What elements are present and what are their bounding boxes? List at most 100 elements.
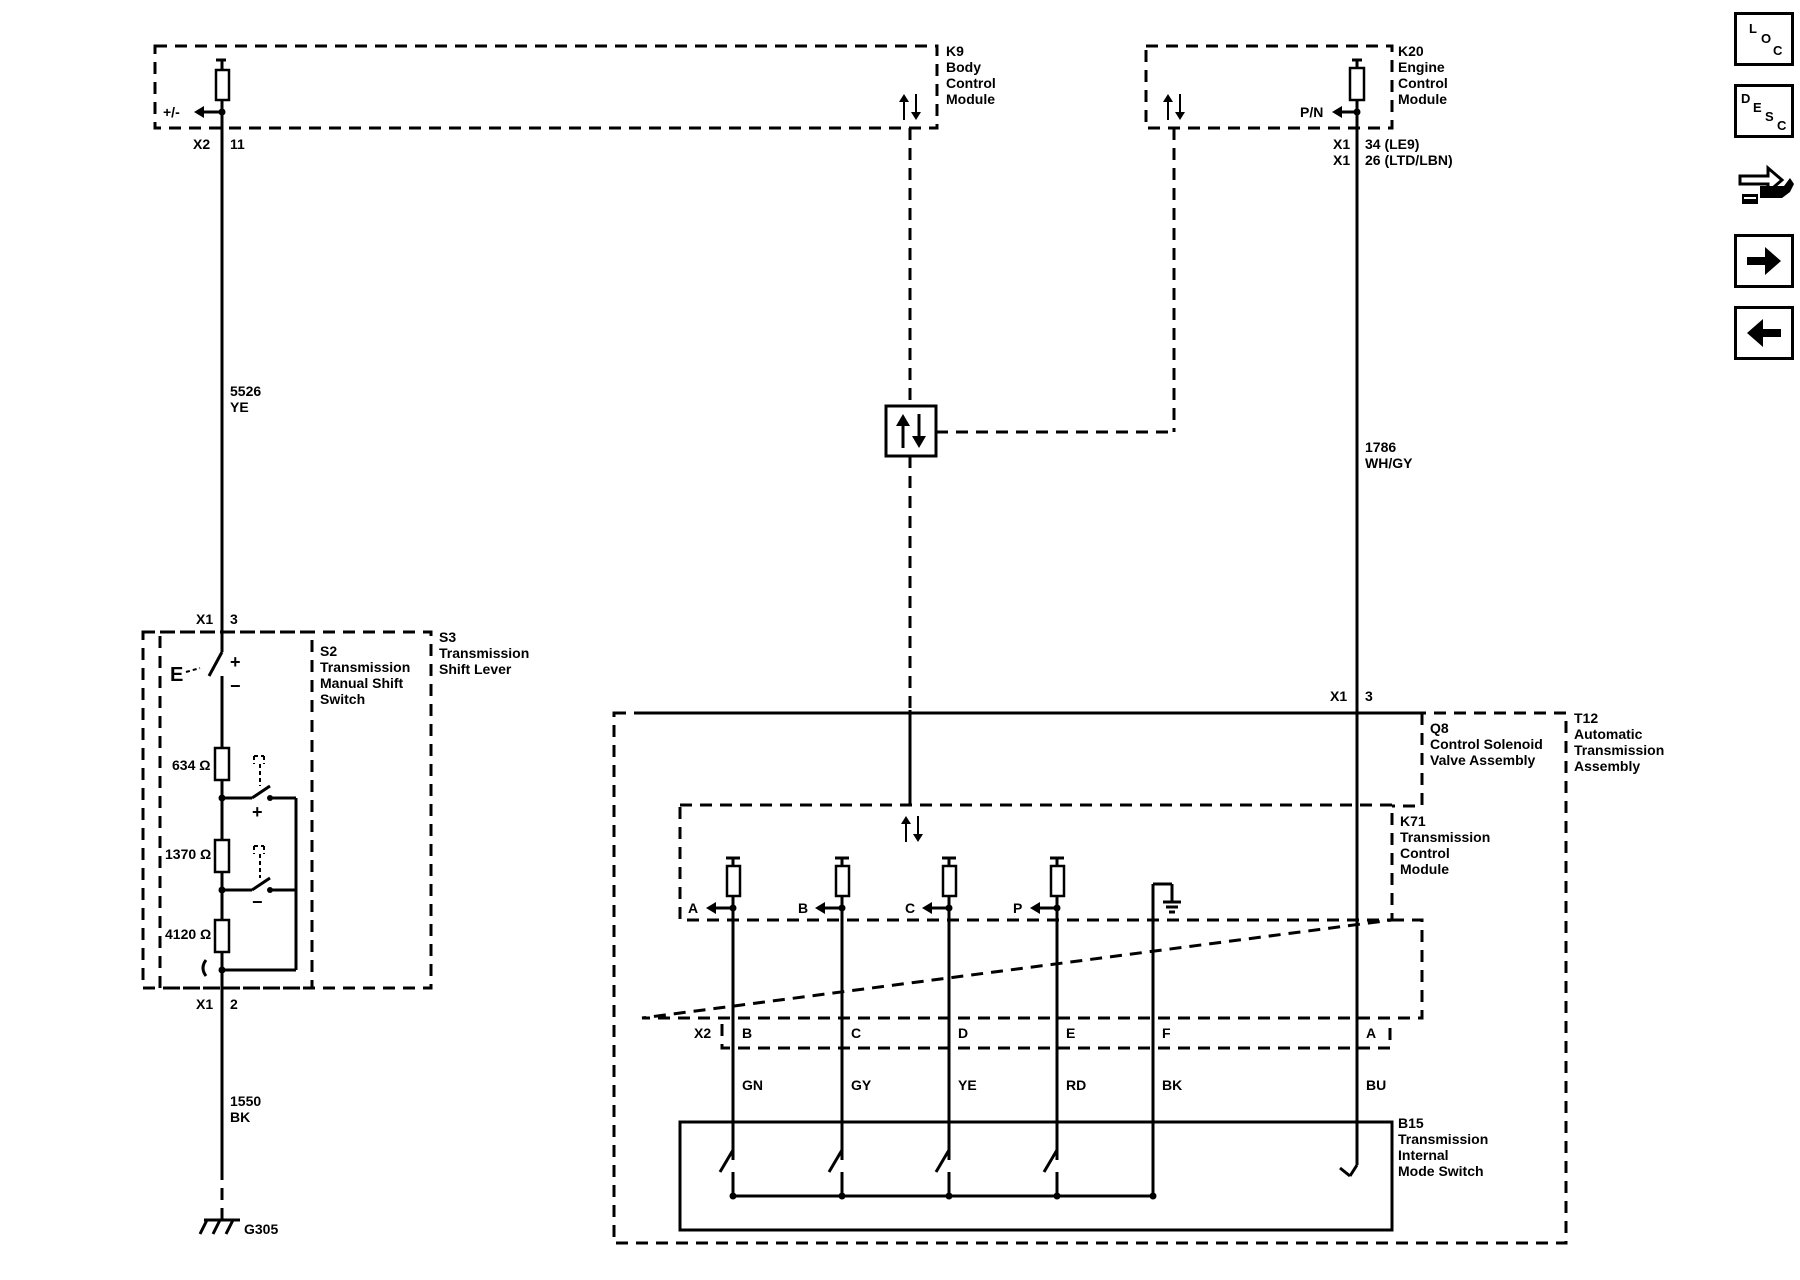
back-button[interactable] — [1734, 306, 1794, 360]
k71-name-2: Control — [1400, 845, 1450, 861]
k71-input-c — [922, 856, 958, 914]
t12-id: T12 — [1574, 710, 1598, 726]
k71-id: K71 — [1400, 813, 1426, 829]
k9-serial-data-icon — [899, 94, 921, 120]
connector-end-view-button[interactable] — [1734, 158, 1796, 218]
s3-name-1: Transmission — [439, 645, 529, 661]
k71-input-a-label: A — [688, 900, 698, 916]
shift-minus-label: − — [230, 676, 241, 696]
k20-signal-arrow — [1332, 106, 1342, 118]
t12-name-2: Transmission — [1574, 742, 1664, 758]
s2-name-2: Manual Shift — [320, 675, 404, 691]
t12-name-3: Assembly — [1574, 758, 1640, 774]
loc-letter-l: L — [1749, 21, 1757, 36]
s3-bottom-connector-symbol — [201, 959, 208, 977]
s3-top-pin: 3 — [230, 611, 238, 627]
plus-switch-label: + — [252, 802, 263, 822]
k9-signal-label: +/- — [163, 104, 180, 120]
resistor-4120 — [213, 918, 231, 954]
x2-connector-label: X2 — [694, 1025, 711, 1041]
resistor-1370-label: 1370 Ω — [165, 846, 211, 862]
k20-pin-label-2: 26 (LTD/LBN) — [1365, 152, 1453, 168]
serial-data-splice-box — [884, 404, 938, 458]
s2-name-3: Switch — [320, 691, 365, 707]
t12-name-1: Automatic — [1574, 726, 1643, 742]
s3-name-2: Shift Lever — [439, 661, 512, 677]
k9-name-2: Control — [946, 75, 996, 91]
k71-name-3: Module — [1400, 861, 1449, 877]
k20-module-box — [1144, 44, 1394, 130]
loc-letter-c: C — [1773, 43, 1783, 58]
location-button[interactable]: L O C — [1734, 12, 1794, 66]
resistor-634 — [213, 746, 231, 782]
resistor-4120-label: 4120 Ω — [165, 926, 211, 942]
b15-mode-switch-box — [678, 1120, 1394, 1232]
k20-pin-label-1: 34 (LE9) — [1365, 136, 1419, 152]
desc-letter-e: E — [1753, 100, 1762, 115]
b15-id: B15 — [1398, 1115, 1424, 1131]
k9-name-1: Body — [946, 59, 981, 75]
s3-top-connector: X1 — [196, 611, 213, 627]
k20-serial-data-icon — [1163, 94, 1185, 120]
b15-name-2: Internal — [1398, 1147, 1449, 1163]
wire-color-bk: BK — [1162, 1077, 1182, 1093]
wire-color-gy: GY — [851, 1077, 872, 1093]
q8-name-2: Valve Assembly — [1430, 752, 1536, 768]
k71-input-c-label: C — [905, 900, 915, 916]
resistor-634-label: 634 Ω — [172, 757, 210, 773]
wire-color-bu: BU — [1366, 1077, 1386, 1093]
wire-color-ye: YE — [958, 1077, 977, 1093]
minus-switch-blade — [251, 876, 271, 892]
ground-g305-label: G305 — [244, 1221, 278, 1237]
s3-id: S3 — [439, 629, 456, 645]
desc-letter-c: C — [1777, 118, 1787, 133]
k9-id: K9 — [946, 43, 964, 59]
k20-name-3: Module — [1398, 91, 1447, 107]
description-button[interactable]: D E S C — [1734, 84, 1794, 138]
s2-id: S2 — [320, 643, 337, 659]
forward-button[interactable] — [1734, 234, 1794, 288]
desc-letter-s: S — [1765, 109, 1774, 124]
wire-5526-number: 5526 — [230, 383, 261, 399]
s3-bottom-pin: 2 — [230, 996, 238, 1012]
shift-switch-icon: E — [170, 664, 183, 686]
ground-g305-icon — [198, 1218, 240, 1235]
q8-control-solenoid-box — [641, 711, 1424, 1020]
k71-input-a — [706, 856, 742, 914]
k20-name-2: Control — [1398, 75, 1448, 91]
k71-name-1: Transmission — [1400, 829, 1490, 845]
serial-data-splice-icon — [896, 414, 926, 448]
forward-arrow-icon — [1747, 247, 1781, 275]
x2-pin-c: C — [851, 1025, 861, 1041]
wire-color-rd: RD — [1066, 1077, 1086, 1093]
k9-pin-label: 11 — [230, 136, 245, 152]
wire-1550-number: 1550 — [230, 1093, 261, 1109]
k9-module-box — [153, 44, 939, 130]
q8-id: Q8 — [1430, 720, 1449, 736]
t12-connector-label: X1 — [1330, 688, 1347, 704]
k71-input-p — [1030, 856, 1066, 914]
x2-pin-f: F — [1162, 1025, 1171, 1041]
shift-plus-label: + — [230, 652, 241, 672]
s2-manual-shift-switch-box — [158, 630, 314, 990]
k20-signal-label: P/N — [1300, 104, 1323, 120]
s2-name-1: Transmission — [320, 659, 410, 675]
b15-name-1: Transmission — [1398, 1131, 1488, 1147]
wire-1786-number: 1786 — [1365, 439, 1396, 455]
k71-transmission-control-module-box — [678, 803, 1394, 922]
x2-pin-b: B — [742, 1025, 752, 1041]
k20-name-1: Engine — [1398, 59, 1445, 75]
k71-ground-icon — [1153, 882, 1181, 914]
x2-pin-a: A — [1366, 1025, 1376, 1041]
k20-connector-label-2: X1 — [1333, 152, 1350, 168]
k9-name-3: Module — [946, 91, 995, 107]
b15-name-3: Mode Switch — [1398, 1163, 1484, 1179]
k20-connector-label-1: X1 — [1333, 136, 1350, 152]
k9-output-resistor — [214, 68, 231, 102]
q8-name-1: Control Solenoid — [1430, 736, 1543, 752]
connector-end-view-icon — [1738, 164, 1794, 204]
desc-letter-d: D — [1741, 91, 1751, 106]
back-arrow-icon — [1747, 319, 1781, 347]
k71-serial-data-icon — [901, 816, 923, 842]
k71-input-p-label: P — [1013, 900, 1022, 916]
